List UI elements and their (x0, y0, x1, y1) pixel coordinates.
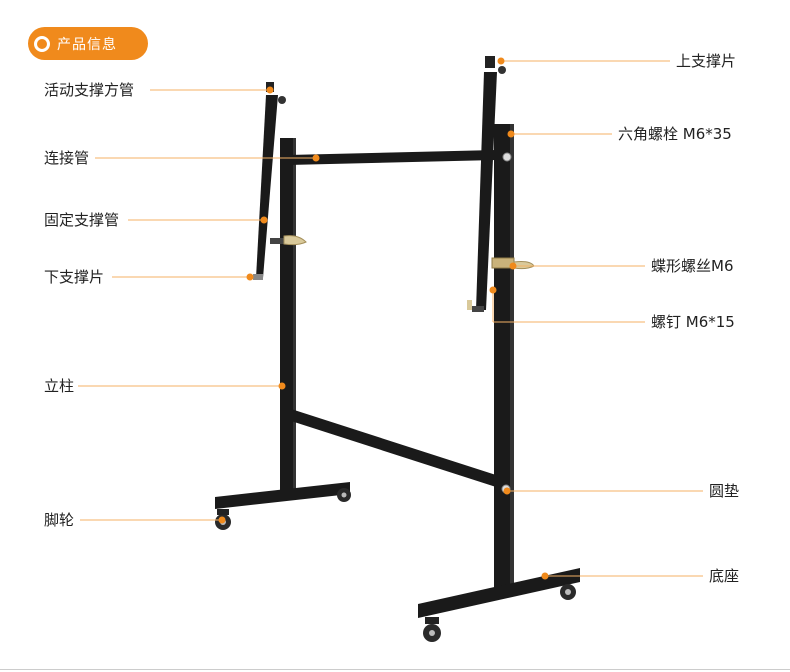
leader-lines (78, 60, 703, 577)
callout-label-upright: 立柱 (44, 377, 75, 395)
front-upright (494, 124, 510, 592)
back-upright (280, 138, 293, 495)
callout-label-screw: 螺钉 M6*15 (651, 313, 735, 331)
back-base (215, 482, 350, 509)
callout-label-washer: 圆垫 (709, 482, 740, 500)
circle-icon (34, 35, 50, 52)
right-wing-nut (513, 261, 535, 270)
callout-label-base: 底座 (709, 567, 740, 585)
back-frame (215, 138, 351, 530)
connecting-tube (288, 150, 496, 165)
lower-crossbar (288, 408, 496, 487)
callout-dots (218, 57, 549, 580)
callout-label-movable-support-tube: 活动支撑方管 (44, 81, 135, 99)
badge-label: 产品信息 (57, 36, 117, 53)
callout-label-hex-bolt: 六角螺栓 M6*35 (618, 125, 732, 143)
callout-label-caster: 脚轮 (44, 511, 75, 529)
left-support-arm (256, 95, 278, 278)
front-base (418, 568, 580, 618)
callout-label-upper-support-plate: 上支撑片 (676, 52, 737, 70)
left-wing-nut (283, 235, 307, 246)
callout-label-fixed-support-tube: 固定支撑管 (44, 211, 120, 229)
right-support-arm (476, 72, 497, 310)
callout-label-lower-support-plate: 下支撑片 (44, 268, 105, 286)
front-frame (418, 124, 580, 642)
callout-label-connecting-tube: 连接管 (44, 149, 90, 167)
callout-label-wing-screw: 蝶形螺丝M6 (651, 257, 734, 275)
product-info-badge: 产品信息 (28, 27, 148, 60)
divider (0, 669, 790, 670)
